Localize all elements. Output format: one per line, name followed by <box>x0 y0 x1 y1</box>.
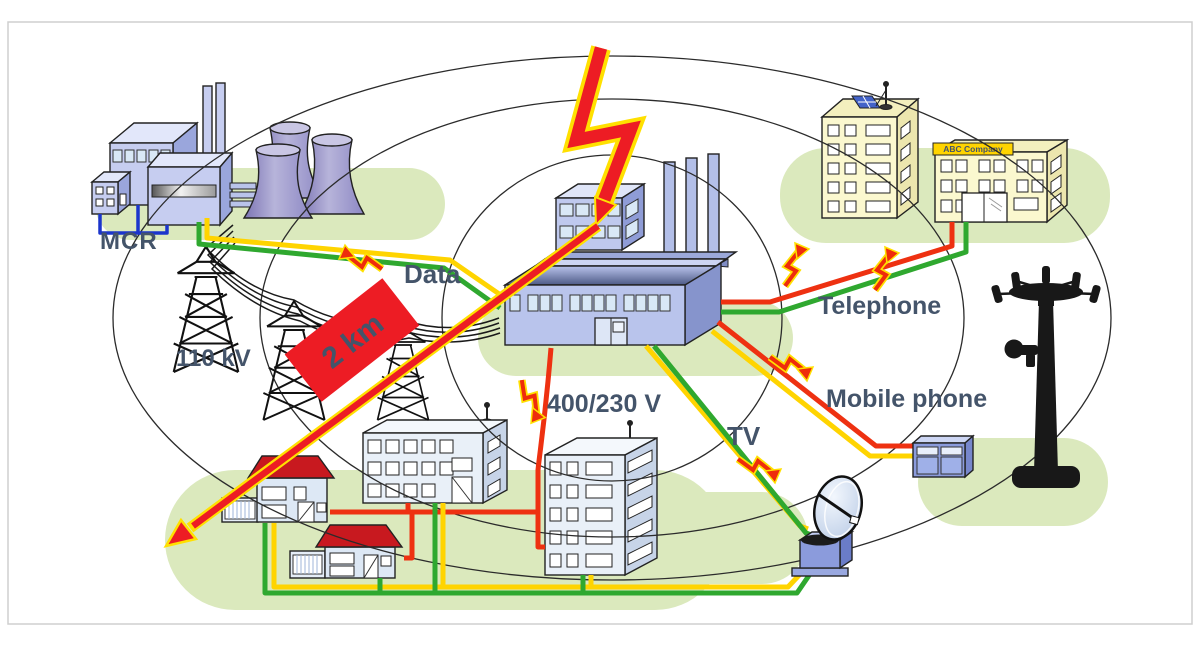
power-plant <box>90 82 366 227</box>
label-400-230v: 400/230 V <box>547 390 661 418</box>
data-line-yellow <box>204 218 507 301</box>
tower-base <box>1012 466 1080 488</box>
surge-arrow <box>163 221 602 548</box>
lv-bus-green <box>262 503 813 596</box>
tower-side-unit <box>1004 339 1038 367</box>
windows <box>367 434 501 504</box>
factory-chimneys <box>663 153 720 258</box>
plant-office-windows <box>112 149 171 163</box>
factory-door <box>594 317 628 346</box>
roof-band <box>542 251 739 260</box>
antenna-panels <box>991 266 1101 304</box>
mobile-line-red <box>716 320 914 449</box>
range-ellipse-outer <box>112 55 1112 581</box>
house-2 <box>289 524 404 579</box>
low-office-windows <box>940 154 1062 213</box>
lightning-bolt-icon <box>562 45 647 228</box>
label-data: Data <box>404 259 461 289</box>
office-buildings: ABC Company <box>820 81 1070 224</box>
mcr-building <box>90 170 132 216</box>
mobile-line-yellow <box>710 329 914 459</box>
label-110kv: 110 kV <box>176 345 251 372</box>
data-line-green <box>196 222 502 311</box>
plant-hall-roof <box>146 152 234 168</box>
telephone-line-red <box>721 222 955 305</box>
satellite-dish <box>791 475 863 577</box>
factory-windows <box>509 294 671 312</box>
label-telephone: Telephone <box>818 292 941 320</box>
label-tv: TV <box>727 421 761 451</box>
diagram-labels: MCR 110 kV Data Telephone Mobile phone T… <box>100 228 987 451</box>
rooftop-antenna-icon <box>875 81 893 110</box>
garage-door-stripes <box>228 501 250 519</box>
cooling-towers <box>242 121 366 219</box>
company-sign: ABC Company <box>932 142 1014 156</box>
tall-office-windows <box>827 119 911 213</box>
telephone-line-green <box>721 222 969 315</box>
label-mobile-phone: Mobile phone <box>826 385 987 413</box>
roof-band <box>532 258 729 267</box>
dish-base-plate <box>791 567 849 577</box>
company-sign-text: ABC Company <box>943 144 1003 154</box>
base-station-cabinet <box>911 434 975 479</box>
dish-bowl <box>813 475 863 541</box>
plant-chimney <box>215 82 226 155</box>
distance-banner-box <box>284 278 420 402</box>
lv-bus-yellow <box>271 503 806 590</box>
base-station-tower <box>991 266 1101 488</box>
range-ellipse-middle <box>259 98 965 538</box>
garage-door <box>292 554 323 575</box>
label-mcr: MCR <box>100 228 158 255</box>
garage-door-stripes <box>296 555 318 574</box>
mcr-control-cable <box>98 205 169 235</box>
entrance-door <box>961 192 1008 223</box>
plant-hall-window-band <box>151 184 217 198</box>
plant-chimney <box>202 85 213 155</box>
